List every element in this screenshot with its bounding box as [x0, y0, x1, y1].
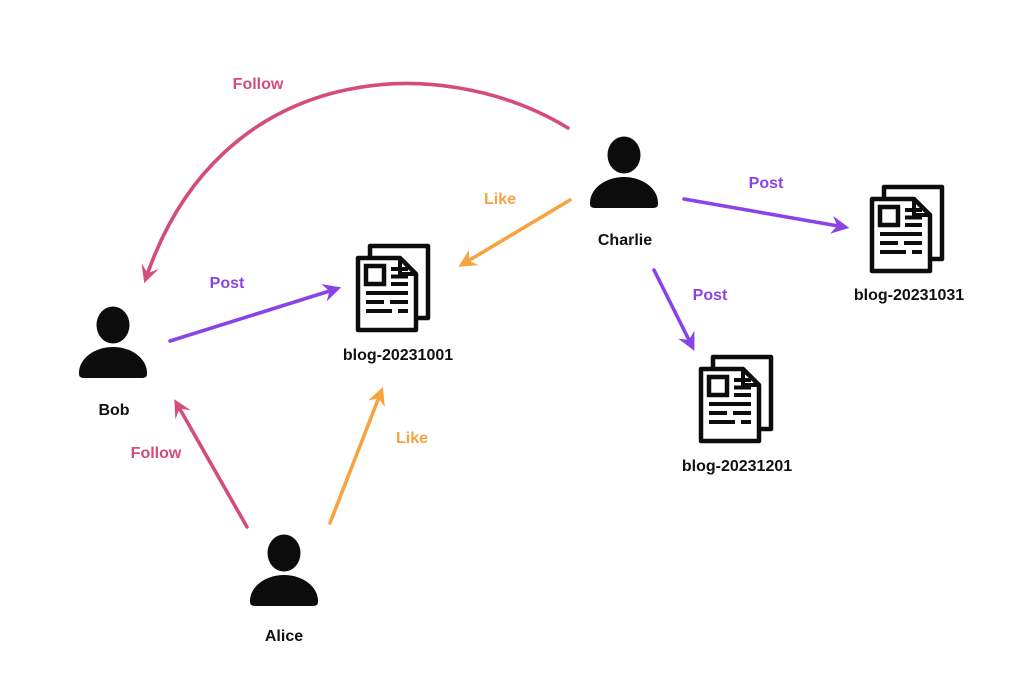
node-label-blog-20231201: blog-20231201 [681, 458, 793, 475]
edge-follow-alice-to-bob [174, 399, 249, 529]
edge-post-charlie-to-blog-20231201 [652, 268, 695, 351]
edge-label-post-bob-blog-20231001: Post [209, 275, 245, 292]
edge-post-bob-to-blog-20231001 [168, 284, 342, 343]
edge-like-charlie-to-blog-20231001 [458, 198, 572, 267]
edge-label-follow-charlie-bob: Follow [232, 76, 284, 93]
edge-label-follow-alice-bob: Follow [130, 445, 182, 462]
person-icon [250, 534, 318, 606]
document-icon [358, 246, 428, 330]
node-label-charlie: Charlie [597, 232, 653, 249]
edge-follow-charlie-to-bob [141, 81, 570, 284]
edge-post-charlie-to-blog-20231031 [682, 197, 850, 234]
edge-label-like-alice-blog-20231001: Like [395, 430, 429, 447]
document-icon [872, 187, 942, 271]
node-label-blog-20231031: blog-20231031 [853, 287, 965, 304]
edge-label-post-charlie-blog-20231201: Post [692, 287, 728, 304]
person-icon [590, 136, 658, 208]
node-label-blog-20231001: blog-20231001 [342, 347, 454, 364]
edge-like-alice-to-blog-20231001 [328, 386, 385, 525]
node-label-alice: Alice [264, 628, 304, 645]
edge-label-like-charlie-blog-20231001: Like [483, 191, 517, 208]
document-icon [701, 357, 771, 441]
person-icon [79, 306, 147, 378]
node-label-bob: Bob [98, 402, 130, 419]
edge-label-post-charlie-blog-20231031: Post [748, 175, 784, 192]
